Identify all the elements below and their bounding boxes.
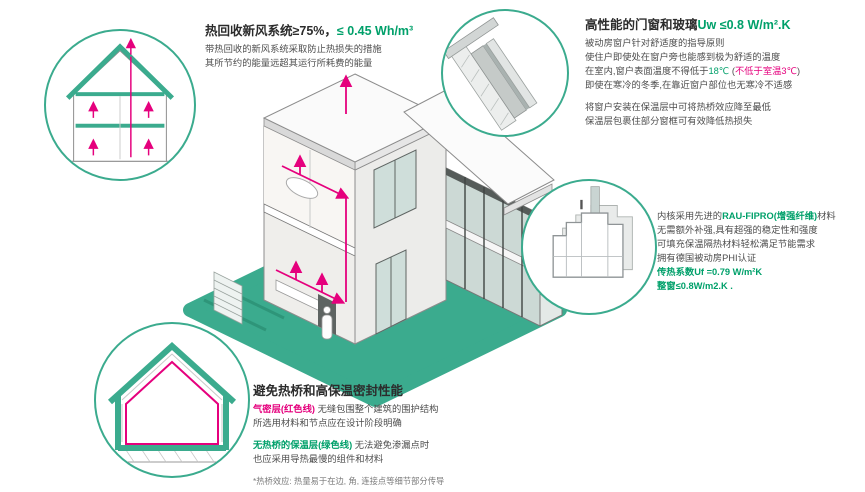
ventilation-body: 带热回收的新风系统采取防止热损失的措施 其所节约的能量远超其运行所耗费的能量 [205, 43, 467, 71]
profile-note: 内核采用先进的RAU-FIPRO(增强纤维)材料 无需额外补强,具有超强的稳定性… [657, 210, 862, 294]
windows-note: 高性能的门窗和玻璃Uw ≤0.8 W/m².K 被动房窗户针对舒适度的指导原则 … [585, 14, 860, 129]
text-line: 被动房窗户针对舒适度的指导原则 [585, 38, 725, 48]
airtight-layer-label: 气密层(红色线) [253, 404, 315, 414]
air-flow-arrows [88, 37, 154, 158]
uw-value: 整窗≤0.8W/m2.K . [657, 280, 733, 291]
text-segment: ) [797, 65, 801, 76]
ventilation-title: 热回收新风系统≥75%，≤ 0.45 Wh/m³ [205, 20, 467, 39]
sloped-roof [403, 87, 555, 216]
text-line: 内核采用先进的RAU-FIPRO(增强纤维)材料 [657, 210, 862, 224]
text-line: 无需额外补强,具有超强的稳定性和强度 [657, 224, 818, 235]
roof-insulation-line [65, 43, 175, 100]
windows-title: 高性能的门窗和玻璃Uw ≤0.8 W/m².K [585, 14, 860, 33]
window-corner-detail-icon [443, 17, 538, 131]
passive-house-cutaway-illustration [183, 73, 567, 407]
temperature-note: 不低于室温3℃ [734, 65, 798, 76]
temperature-value: 18℃ [708, 65, 730, 76]
windows-body: 被动房窗户针对舒适度的指导原则 使住户即使处在窗户旁也能感到极为舒适的温度 在室… [585, 37, 860, 129]
text-line: 也应采用导热最慢的组件和材料 [253, 453, 384, 464]
insulation-layer-label: 无热桥的保温层(绿色线) [253, 439, 353, 450]
flat-roof [262, 73, 448, 171]
ventilation-title-value: ≤ 0.45 Wh/m³ [336, 24, 414, 38]
profile-body [552, 212, 624, 278]
person-figure [321, 306, 333, 340]
window-profile-detail-circle [521, 179, 657, 315]
text-line: 可填充保温隔热材料轻松满足节能需求 [657, 238, 816, 249]
airtight-layer-line [125, 360, 219, 445]
material-name: RAU-FIPRO(增强纤维) [722, 211, 818, 221]
ventilation-ducts [275, 74, 353, 304]
thermal-bridge-title: 避免热桥和高保温密封性能 [253, 384, 404, 398]
window-corner-detail-circle [441, 9, 569, 137]
window-profile-icon [552, 186, 633, 278]
text-line: 所选用材料和节点应在设计阶段明确 [253, 417, 402, 428]
text-line: 使住户即使处在窗户旁也能感到极为舒适的温度 [585, 51, 781, 62]
text-line: 在室内,窗户表面温度不得低于18℃ (不低于室温3℃) [585, 65, 860, 79]
thermal-bridge-detail-circle [94, 322, 250, 478]
ventilation-note: 热回收新风系统≥75%，≤ 0.45 Wh/m³ 带热回收的新风系统采取防止热损… [205, 20, 467, 71]
text-line: 气密层(红色线) 无缝包围整个建筑的围护结构 [253, 403, 573, 417]
windows-title-text: 高性能的门窗和玻璃 [585, 18, 698, 32]
bathtub [285, 177, 319, 199]
insulation-layer-line [107, 341, 237, 451]
text-line: 拥有德国被动房PHI认证 [657, 252, 757, 263]
ventilation-detail-circle [44, 29, 196, 181]
text-line: 带热回收的新风系统采取防止热损失的措施 [205, 44, 382, 54]
text-segment: 在室内,窗户表面温度不得低于 [585, 65, 709, 76]
windows-title-value: Uw ≤0.8 W/m².K [697, 18, 791, 32]
ventilation-house-section-icon [61, 37, 179, 162]
thermal-bridge-note: 避免热桥和高保温密封性能 气密层(红色线) 无缝包围整个建筑的围护结构 所选用材… [253, 380, 573, 487]
text-line: 保温层包裹住部分窗框可有效降低热损失 [585, 115, 753, 126]
text-segment: ( [729, 65, 735, 76]
garden-stairs [213, 271, 243, 325]
text-line: 无热桥的保温层(绿色线) 无法避免渗漏点时 [253, 439, 573, 453]
ventilation-title-text: 热回收新风系统≥75%， [205, 24, 337, 38]
house-right-face [354, 125, 447, 345]
profile-body-text: 内核采用先进的RAU-FIPRO(增强纤维)材料 无需额外补强,具有超强的稳定性… [657, 210, 862, 294]
glass-pane [590, 186, 600, 216]
text-line: 将窗户安装在保温层中可将热桥效应降至最低 [585, 101, 771, 112]
text-segment: 无法避免渗漏点时 [352, 439, 430, 450]
text-segment: 无缝包围整个建筑的围护结构 [314, 404, 439, 414]
text-segment: 内核采用先进的 [657, 211, 723, 221]
text-segment: 材料 [817, 211, 836, 221]
text-line: 即使在寒冷的冬季,在靠近窗户部位也无寒冷不适感 [585, 79, 793, 90]
thermal-bridge-body: 气密层(红色线) 无缝包围整个建筑的围护结构 所选用材料和节点应在设计阶段明确 … [253, 403, 573, 487]
thermal-bridge-footnote: *热桥效应: 热量易于在边, 角, 连接点等细节部分传导 [253, 475, 445, 486]
uf-value: 传热系数Uf =0.79 W/m²K [657, 266, 763, 277]
thermal-envelope-house-icon [104, 341, 240, 463]
text-line: 其所节约的能量远超其运行所耗费的能量 [205, 57, 373, 68]
